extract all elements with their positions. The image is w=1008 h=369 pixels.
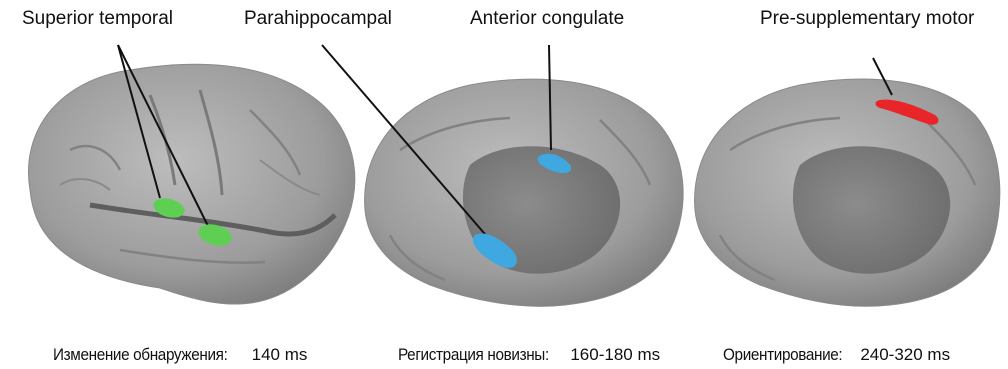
label-parahippocampal: Parahippocampal: [244, 8, 392, 30]
caption-change-detection: Изменение обнаружения: 140 ms: [53, 345, 307, 365]
label-superior-temporal: Superior temporal: [22, 8, 173, 30]
caption-stage: Ориентирование:: [723, 345, 842, 365]
caption-time: 160-180 ms: [570, 345, 660, 364]
brain-lateral: [28, 64, 354, 304]
caption-novelty-registration: Регистрация новизны: 160-180 ms: [398, 345, 660, 365]
caption-time: 140 ms: [252, 345, 308, 364]
brain-medial-2: [695, 79, 1000, 306]
caption-stage: Изменение обнаружения:: [53, 345, 228, 365]
caption-time: 240-320 ms: [860, 345, 950, 364]
brain-medial-1: [365, 79, 684, 306]
caption-stage: Регистрация новизны:: [398, 345, 549, 365]
label-anterior-congulate: Anterior congulate: [470, 8, 624, 30]
caption-orienting: Ориентирование: 240-320 ms: [723, 345, 950, 365]
label-pre-supplementary-motor: Pre-supplementary motor: [760, 8, 974, 30]
